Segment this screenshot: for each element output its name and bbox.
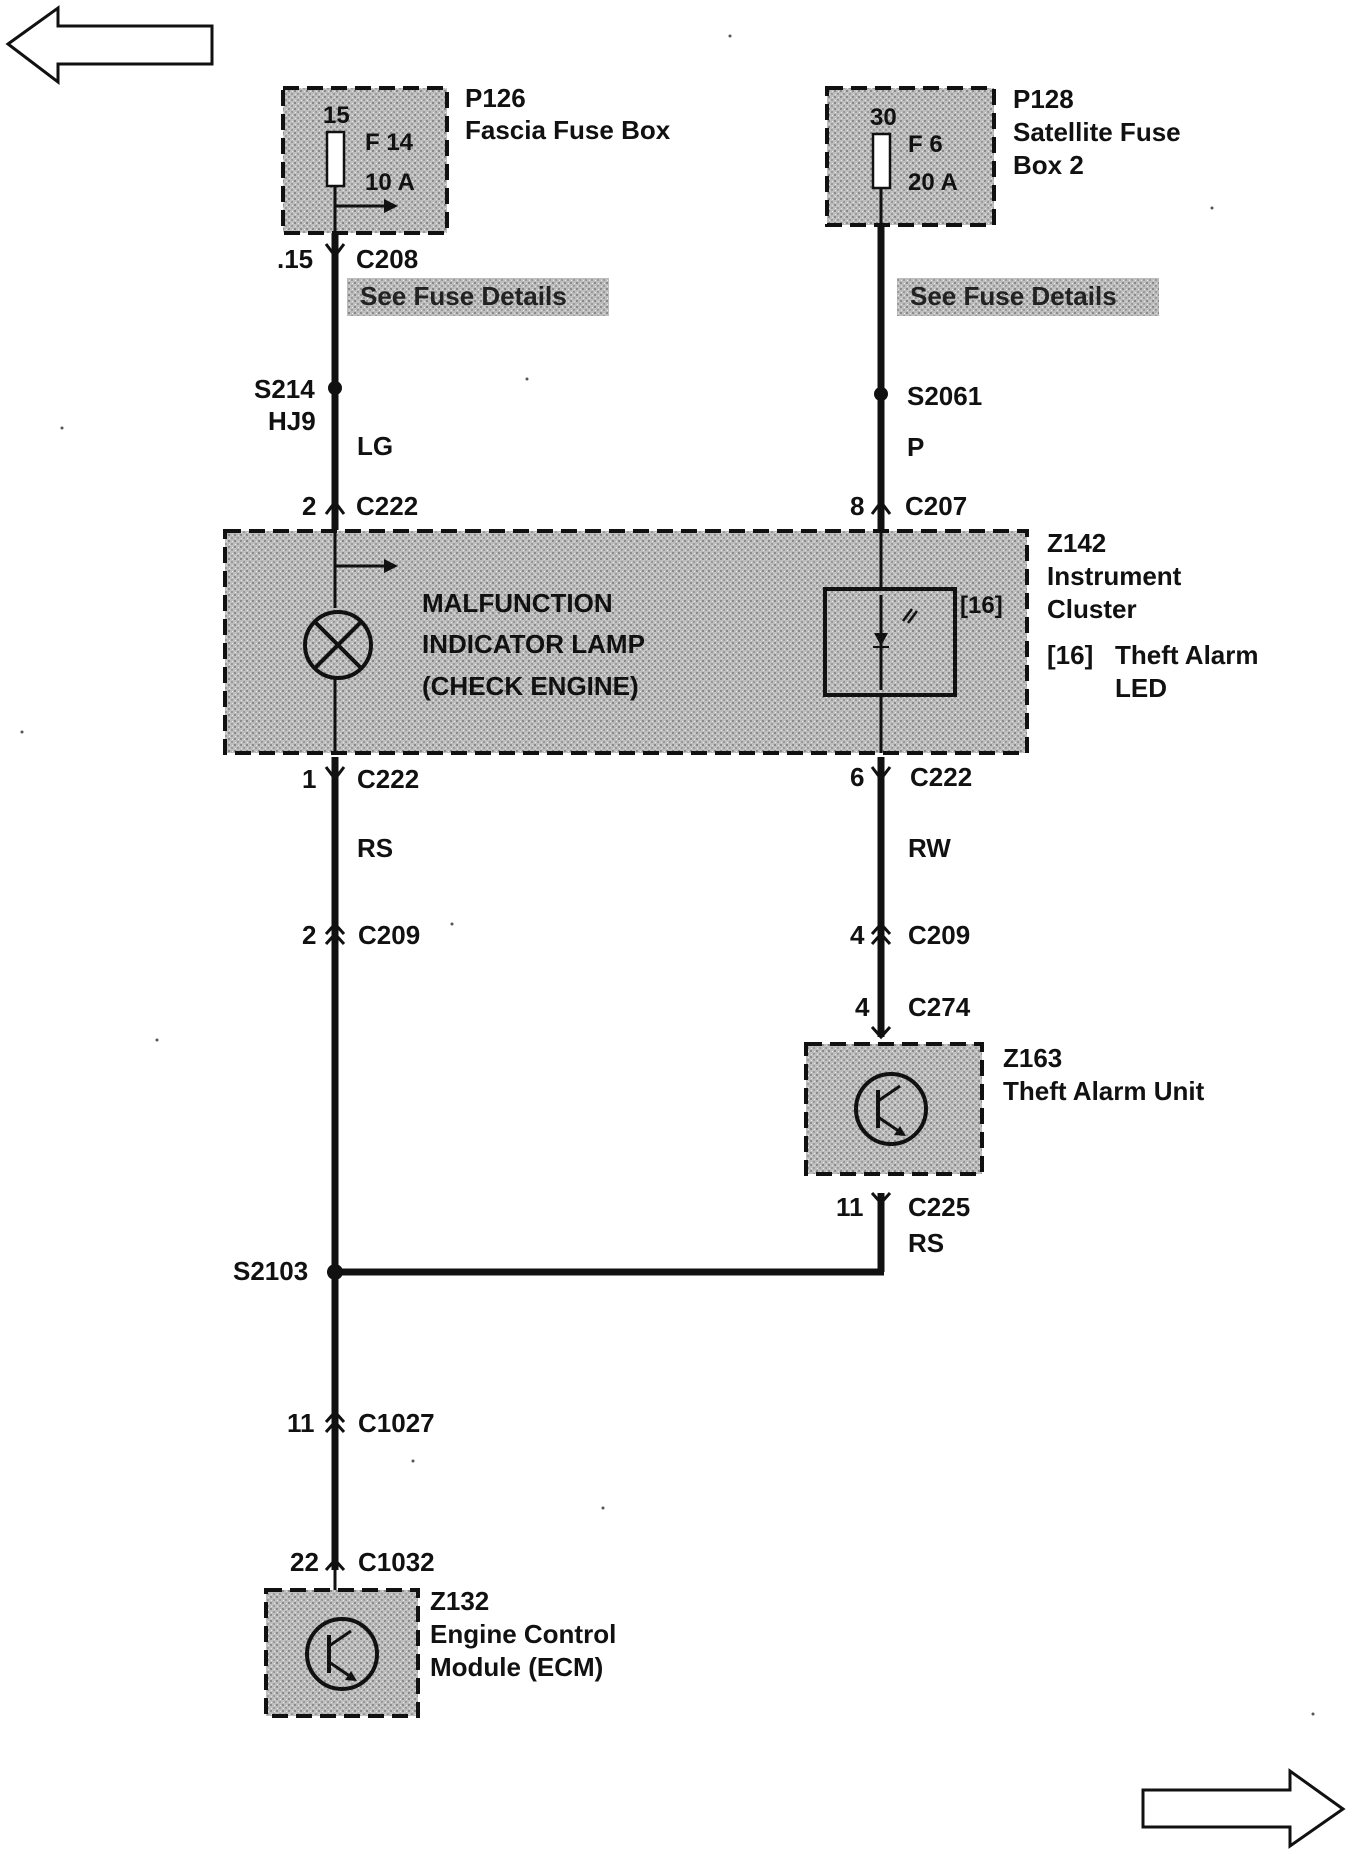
connector-label: C1027	[358, 1408, 435, 1438]
pin-label: 2	[302, 491, 316, 521]
component-id: Z142	[1047, 528, 1106, 558]
connector-label: C222	[910, 762, 972, 792]
splice-label: S214	[254, 374, 315, 404]
splice-label: S2061	[907, 381, 982, 411]
connector-label: C207	[905, 491, 967, 521]
splice-label: HJ9	[268, 406, 316, 436]
component-name: Engine Control	[430, 1619, 616, 1649]
component-id: Z132	[430, 1586, 489, 1616]
connector-label: C225	[908, 1192, 970, 1222]
see-fuse-details-left[interactable]: See Fuse Details	[347, 278, 609, 316]
engine-control-module	[264, 1570, 420, 1718]
connector-label: C209	[908, 920, 970, 950]
fuse-icon	[871, 132, 892, 190]
see-fuse-details-right[interactable]: See Fuse Details	[897, 278, 1159, 316]
connector-label: C208	[356, 244, 418, 274]
note-ref: [16]	[1047, 640, 1093, 670]
pin-label: 2	[302, 920, 316, 950]
component-name: Satellite Fuse	[1013, 117, 1181, 147]
connector-label: C222	[356, 491, 418, 521]
theft-alarm-led-icon	[823, 531, 957, 753]
component-name: Instrument	[1047, 561, 1182, 591]
note-text: LED	[1115, 673, 1167, 703]
pin-label: 6	[850, 762, 864, 792]
connector-label: C274	[908, 992, 971, 1022]
arrow-right-icon	[384, 199, 398, 213]
fuse-pin-label: 15	[323, 102, 350, 129]
fuse-details-label: See Fuse Details	[360, 281, 567, 311]
wire-color-label: RS	[357, 833, 393, 863]
fuse-number: F 14	[365, 129, 414, 156]
splice-label: S2103	[233, 1256, 308, 1286]
wiring	[331, 225, 885, 1570]
fuse-rating: 20 A	[908, 169, 958, 196]
connector-symbols	[324, 243, 892, 1572]
component-id: P128	[1013, 84, 1074, 114]
wire-color-label: P	[907, 432, 924, 462]
wire-color-label: RW	[908, 833, 951, 863]
pin-label: 4	[855, 992, 870, 1022]
connector-label: C1032	[358, 1547, 435, 1577]
pin-label: 22	[290, 1547, 319, 1577]
component-name: Cluster	[1047, 594, 1137, 624]
component-name: Module (ECM)	[430, 1652, 603, 1682]
wire-color-label: LG	[357, 431, 393, 461]
pin-label: .15	[277, 244, 313, 274]
lamp-icon	[303, 610, 373, 680]
component-name: Fascia Fuse Box	[465, 115, 671, 145]
pin-label: 11	[287, 1408, 315, 1438]
fuse-pin-label: 30	[870, 104, 897, 131]
fuse-details-label: See Fuse Details	[910, 281, 1117, 311]
splice-dot	[328, 381, 342, 395]
instrument-cluster: MALFUNCTION INDICATOR LAMP (CHECK ENGINE…	[223, 529, 1029, 755]
led-ref-label: [16]	[960, 592, 1003, 619]
component-id: P126	[465, 83, 526, 113]
fuse-rating: 10 A	[365, 169, 415, 196]
lamp-label: INDICATOR LAMP	[422, 629, 645, 659]
component-name: Theft Alarm Unit	[1003, 1076, 1205, 1106]
lamp-label: (CHECK ENGINE)	[422, 671, 639, 701]
splice-dot	[327, 1264, 343, 1280]
scan-specks	[20, 34, 1315, 1716]
theft-alarm-unit	[804, 1042, 984, 1176]
pin-label: 11	[836, 1192, 864, 1222]
fascia-fuse-box: 15 F 14 10 A	[281, 86, 449, 235]
right-arrow-icon[interactable]	[1141, 1768, 1346, 1849]
transistor-icon	[305, 1617, 379, 1691]
pin-label: 4	[850, 920, 865, 950]
pin-label: 8	[850, 491, 864, 521]
lamp-label: MALFUNCTION	[422, 588, 613, 618]
note-text: Theft Alarm	[1115, 640, 1259, 670]
transistor-icon	[854, 1072, 928, 1146]
wire-color-label: RS	[908, 1228, 944, 1258]
satellite-fuse-box: 30 F 6 20 A	[825, 86, 996, 227]
component-id: Z163	[1003, 1043, 1062, 1073]
connector-label: C222	[357, 764, 419, 794]
pin-label: 1	[302, 764, 316, 794]
connector-label: C209	[358, 920, 420, 950]
fuse-number: F 6	[908, 131, 943, 158]
left-arrow-icon[interactable]	[5, 5, 214, 86]
component-name: Box 2	[1013, 150, 1084, 180]
arrow-right-icon	[384, 559, 398, 573]
splice-dot	[874, 387, 888, 401]
fuse-icon	[325, 130, 346, 188]
